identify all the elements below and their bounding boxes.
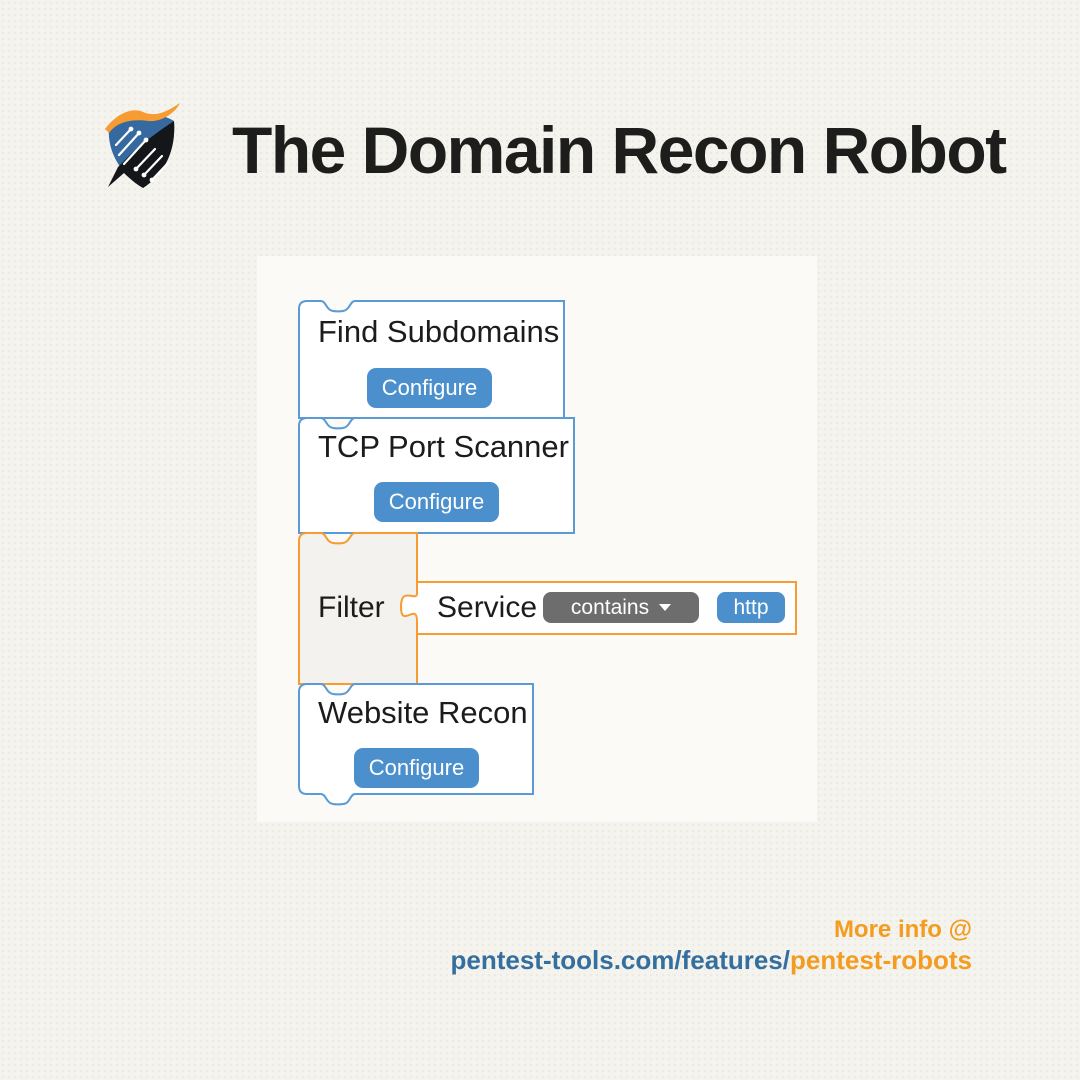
footer-url-base: pentest-tools.com/features/ bbox=[450, 945, 790, 975]
service-field-label: Service bbox=[437, 591, 538, 624]
find-subdomains-label: Find Subdomains bbox=[318, 314, 560, 349]
more-info-text: More info @ bbox=[833, 916, 972, 943]
website-recon-configure-button[interactable]: Configure bbox=[354, 748, 479, 788]
footer: More info @ pentest-tools.com/features/p… bbox=[450, 914, 972, 976]
operator-dropdown[interactable]: contains bbox=[543, 592, 699, 623]
tcp-port-scanner-block-shape[interactable] bbox=[298, 417, 575, 534]
chevron-down-icon bbox=[659, 604, 672, 611]
condition-value-chip[interactable]: http bbox=[717, 592, 785, 623]
website-recon-label: Website Recon bbox=[318, 695, 528, 730]
shield-orange-swoosh bbox=[105, 103, 180, 133]
operator-dropdown-label: contains bbox=[570, 596, 650, 619]
filter-block-shape[interactable] bbox=[298, 532, 418, 685]
tcp-port-scanner-label: TCP Port Scanner bbox=[318, 429, 569, 464]
workflow-blocks-svg bbox=[298, 300, 797, 806]
pentest-tools-logo shield-icon bbox=[105, 103, 180, 188]
tcp-port-scanner-configure-button[interactable]: Configure bbox=[374, 482, 499, 522]
filter-label: Filter bbox=[318, 591, 385, 624]
footer-url-highlight: pentest-robots bbox=[790, 945, 972, 975]
footer-url[interactable]: pentest-tools.com/features/pentest-robot… bbox=[450, 945, 972, 976]
circuit-lines-dark bbox=[133, 147, 170, 183]
shield-dark-half bbox=[108, 121, 175, 188]
page-title: The Domain Recon Robot bbox=[232, 113, 1007, 187]
circuit-lines-blue bbox=[114, 126, 149, 166]
find-subdomains-block-shape[interactable] bbox=[298, 300, 565, 419]
find-subdomains-configure-button[interactable]: Configure bbox=[367, 368, 492, 408]
